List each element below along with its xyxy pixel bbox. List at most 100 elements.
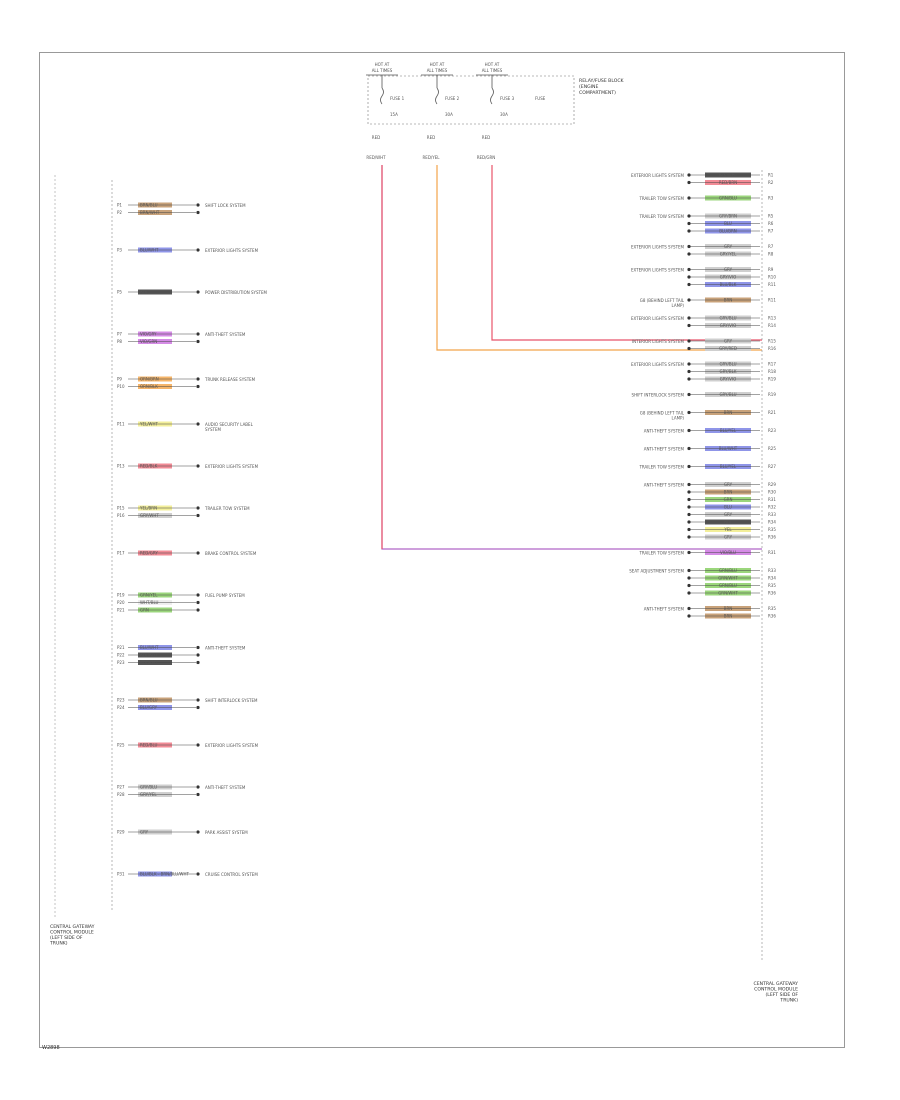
left-system-label: POWER DISTRIBUTION SYSTEM <box>205 290 267 295</box>
connector-arrow <box>687 339 691 343</box>
wire-label: GRN <box>724 497 733 502</box>
pin-number: R11 <box>768 282 776 287</box>
wire-label: GRY/WHT <box>140 513 159 518</box>
pin-number: R34 <box>768 576 776 581</box>
pin-number: P16 <box>117 513 125 518</box>
wire-label: GRY/VIO <box>720 323 736 328</box>
wire-label: BLU/YEL <box>720 428 737 433</box>
pin-number: R16 <box>768 346 776 351</box>
pin-number: P7 <box>117 332 122 337</box>
right-component-label: TRUNK) <box>779 998 798 1004</box>
fuse-block-label: RELAY/FUSE BLOCK <box>579 78 625 84</box>
wire-label: GRN/BLU <box>719 568 737 573</box>
pin-number: R29 <box>768 482 776 487</box>
wire-label: GRN/YEL <box>140 592 158 597</box>
connector-arrow <box>687 180 691 185</box>
wire-label: GRY <box>724 534 733 539</box>
right-system-label: ANTI-THEFT SYSTEM <box>644 607 685 612</box>
connector-arrow <box>687 214 691 218</box>
right-system-label: LAMP) <box>672 303 685 308</box>
connector-arrow <box>196 645 200 650</box>
connector-arrow <box>196 290 200 294</box>
right-system-label: ANTI-THEFT SYSTEM <box>644 483 685 488</box>
connector-arrow <box>687 410 691 415</box>
right-system-label: EXTERIOR LIGHTS SYSTEM <box>631 362 685 367</box>
right-component-label: CONTROL MODULE <box>754 987 798 993</box>
connector-arrow <box>196 593 200 597</box>
wire-label: BLK <box>140 289 148 294</box>
pin-number: P1 <box>117 203 122 208</box>
connector-arrow <box>687 252 691 256</box>
left-system-label: ANTI-THEFT SYSTEM <box>205 646 246 651</box>
connector-arrow <box>687 591 691 595</box>
pin-number: P31 <box>117 872 125 877</box>
wire-label: BRN <box>724 489 733 494</box>
wire-label: GRY <box>724 512 733 517</box>
wire-label: GRN/WHT <box>718 575 738 580</box>
wire-label: WHT/BLU <box>140 600 159 605</box>
pin-number: R27 <box>768 464 776 469</box>
connector-arrow <box>196 785 200 789</box>
pin-number: P25 <box>117 743 125 748</box>
fuse-wire-label: RED <box>372 135 380 140</box>
connector-arrow <box>196 203 200 207</box>
connector-arrow <box>687 377 691 381</box>
connector-arrow <box>687 606 691 611</box>
right-system-label: LAMP) <box>672 416 685 421</box>
wire-label: GRY/BLU <box>719 392 736 397</box>
pin-number: P23 <box>117 698 125 703</box>
feed-wire-2 <box>436 165 762 351</box>
pin-number: R2 <box>768 180 774 185</box>
wire-label: BLU/BLK <box>720 282 737 287</box>
right-system-label: TRAILER TOW SYSTEM <box>638 214 684 219</box>
right-system-label: ANTI-THEFT SYSTEM <box>644 429 685 434</box>
wire-label: BLU/WHT <box>719 446 738 451</box>
left-system-label: FUEL PUMP SYSTEM <box>205 593 245 598</box>
wire-label: BRN/WHT <box>140 210 160 215</box>
pin-number: R35 <box>768 583 776 588</box>
connector-arrow <box>196 377 200 381</box>
fuse-wire-label: RED <box>482 135 490 140</box>
connector-arrow <box>687 527 691 532</box>
wire-label: GRY <box>724 244 733 249</box>
pin-number: R19 <box>768 392 776 397</box>
pin-number: R32 <box>768 505 776 510</box>
connector-arrow <box>196 705 200 710</box>
pin-number: P21 <box>117 645 125 650</box>
fuse-tag: FUSE <box>535 96 546 101</box>
left-system-label: BRAKE CONTROL SYSTEM <box>205 551 257 556</box>
wire-label: BLU <box>724 504 732 509</box>
connector-arrow <box>687 244 691 249</box>
connector-arrow <box>196 792 200 797</box>
wire-label: RED/GRY <box>140 550 158 555</box>
right-system-label: EXTERIOR LIGHTS SYSTEM <box>631 268 685 273</box>
connector-arrow <box>687 535 691 539</box>
pin-number: R8 <box>768 252 774 257</box>
connector-arrow <box>687 221 691 226</box>
fuse-amp: 15A <box>390 112 398 117</box>
pin-number: R10 <box>768 275 776 280</box>
pin-number: R15 <box>768 339 776 344</box>
fuse-block-outline <box>367 75 575 125</box>
wire-label: VIO/GRY <box>140 331 157 336</box>
pin-number: R3 <box>768 196 774 201</box>
wire-label: GRY <box>724 482 733 487</box>
wire-label: BRN <box>724 410 733 415</box>
wire-label: GRY/BLU <box>140 784 157 789</box>
wire-label: BLU/BRN <box>719 228 737 233</box>
pin-number: P15 <box>117 506 125 511</box>
left-system-label: TRUNK RELEASE SYSTEM <box>204 377 256 382</box>
left-system-label: PARK ASSIST SYSTEM <box>205 830 248 835</box>
